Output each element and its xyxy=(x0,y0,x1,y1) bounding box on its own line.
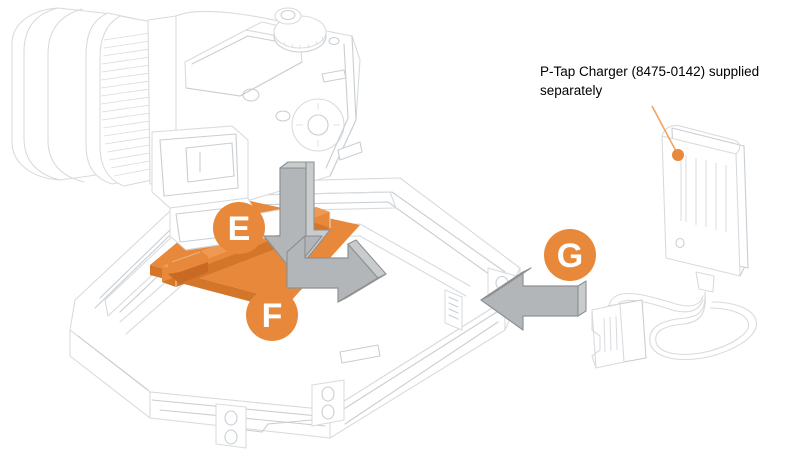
charger-vents xyxy=(680,154,727,232)
mounting-bracket-right xyxy=(311,379,345,427)
badge-label-f: F xyxy=(262,297,283,335)
badge-circle-g xyxy=(544,229,596,281)
focus-ring xyxy=(99,15,153,187)
mounting-bracket-left xyxy=(215,403,247,449)
step-badge-e[interactable]: E xyxy=(213,202,265,254)
ptap-plug xyxy=(591,299,647,369)
badge-circle-f xyxy=(246,289,298,341)
charger-brick xyxy=(661,124,749,293)
leader-dot xyxy=(672,149,684,161)
charger-callout-text: P-Tap Charger (8475-0142) supplied separ… xyxy=(540,64,763,98)
plug-contacts xyxy=(603,315,618,353)
leader-line xyxy=(651,105,678,154)
badge-label-g: G xyxy=(557,237,583,275)
callout-leader xyxy=(651,105,684,161)
ptap-port xyxy=(444,289,463,331)
step-badge-f[interactable]: F xyxy=(246,289,298,341)
charger-led-icon xyxy=(675,237,685,249)
slide-diagonal-arrow xyxy=(286,235,387,303)
camera xyxy=(11,7,363,251)
badge-label-e: E xyxy=(228,210,251,248)
badge-circle-e xyxy=(213,202,265,254)
step-badge-g[interactable]: G xyxy=(544,229,596,281)
connect-left-arrow xyxy=(480,267,587,331)
